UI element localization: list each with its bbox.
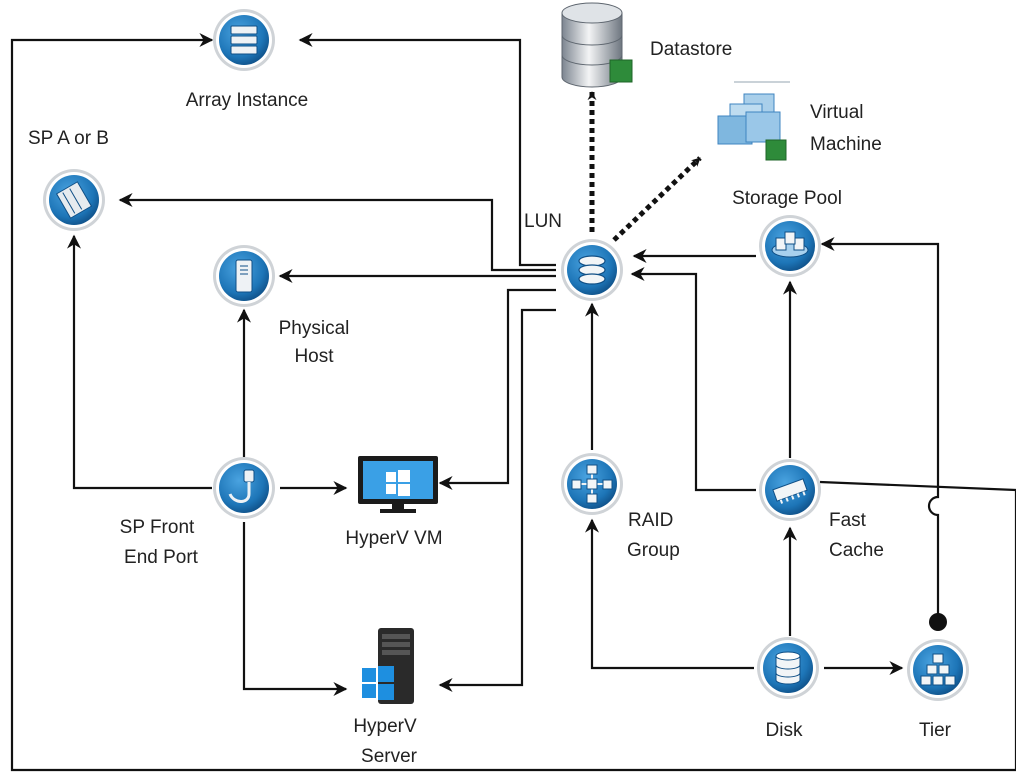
cache-to-lun: [630, 267, 756, 492]
tier-node[interactable]: [907, 639, 969, 701]
fast-cache-label-1: Fast: [829, 510, 867, 531]
disk-icon: [775, 651, 801, 685]
sp-front-end-port-label-1: SP Front: [120, 517, 195, 538]
port-to-sp: [67, 234, 212, 490]
tier-label: Tier: [919, 720, 952, 741]
fast-cache-label-2: Cache: [829, 540, 884, 561]
virtual-machine-label-1: Virtual: [810, 102, 864, 123]
datastore-node[interactable]: [561, 2, 633, 88]
tower-server-icon: [235, 259, 253, 293]
physical-host-label-1: Physical: [279, 318, 350, 339]
cache-to-frame: [819, 480, 1016, 492]
port-to-hyperv-server: [242, 522, 348, 696]
disk-to-raid: [585, 518, 754, 670]
tier-connector-dot: [929, 613, 947, 631]
lun-to-array-instance: [298, 33, 556, 267]
database-icon: [561, 2, 633, 88]
memory-chip-icon: [772, 478, 808, 504]
virtual-machine-label-2: Machine: [810, 134, 882, 155]
tier-to-pool: [820, 237, 940, 622]
server-rack-icon: [230, 25, 258, 55]
lun-node[interactable]: [561, 239, 623, 301]
hyperv-vm-node[interactable]: [358, 456, 438, 513]
virtual-machine-node[interactable]: [717, 81, 790, 161]
storage-pool-node[interactable]: [759, 215, 821, 277]
windows-monitor-icon: [358, 456, 438, 513]
array-instance-label: Array Instance: [186, 90, 309, 111]
storage-processor-icon: [55, 181, 93, 219]
sp-front-end-port-node[interactable]: [213, 457, 275, 519]
hyperv-vm-label: HyperV VM: [345, 528, 442, 549]
raid-network-icon: [571, 464, 613, 504]
lun-to-sp: [118, 193, 556, 272]
physical-host-node[interactable]: [213, 245, 275, 307]
storage-pool-icon: [771, 231, 809, 258]
outer-connector: [10, 33, 1016, 772]
array-instance-node[interactable]: [213, 9, 275, 71]
hyperv-server-label-1: HyperV: [353, 716, 417, 737]
lun-to-hyperv-vm: [438, 288, 556, 490]
lun-stack-icon: [578, 255, 606, 285]
lun-to-hyperv-server: [438, 308, 556, 692]
port-cable-icon: [228, 469, 255, 503]
raid-group-label-1: RAID: [628, 510, 673, 531]
hyperv-server-node[interactable]: [362, 628, 414, 704]
hyperv-server-label-2: Server: [361, 746, 418, 767]
sp-front-end-port-label-2: End Port: [124, 547, 199, 568]
raid-group-node[interactable]: [561, 453, 623, 515]
lun-to-virtual-machine: [612, 156, 702, 242]
disk-node[interactable]: [757, 637, 819, 699]
fast-cache-node[interactable]: [759, 459, 821, 521]
storage-pool-label: Storage Pool: [732, 188, 842, 209]
sp-label: SP A or B: [28, 128, 109, 149]
virtual-machine-icon: [717, 81, 790, 161]
windows-server-icon: [362, 628, 414, 704]
disk-label: Disk: [766, 720, 803, 741]
raid-group-label-2: Group: [627, 540, 680, 561]
tier-pyramid-icon: [920, 653, 956, 686]
physical-host-label-2: Host: [294, 346, 334, 367]
sp-node[interactable]: [43, 169, 105, 231]
connectors: [10, 33, 1016, 772]
datastore-label: Datastore: [650, 39, 732, 60]
lun-label: LUN: [524, 211, 562, 232]
